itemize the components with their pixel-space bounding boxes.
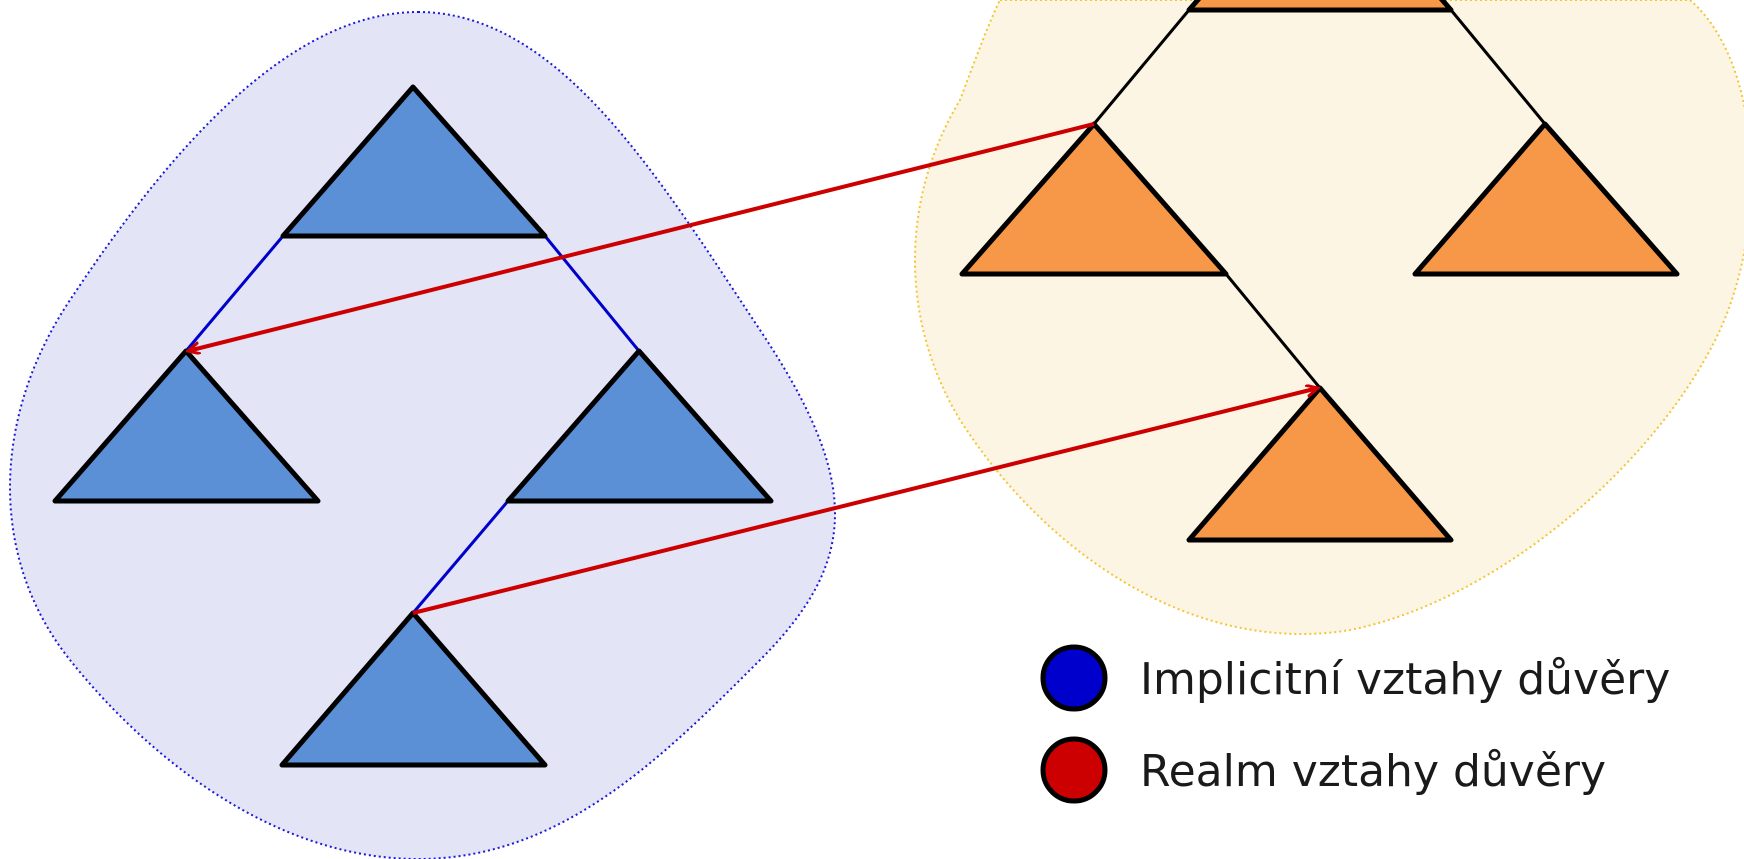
- domain-left-child-2: [505, 348, 774, 504]
- realm-trust-arrow: [412, 388, 1318, 615]
- domain-right-root: [1186, 0, 1454, 13]
- domain-right-grandchild: [1186, 385, 1454, 543]
- domain-right-child-2: [1412, 121, 1680, 277]
- legend-label-realm: Realm vztahy důvěry: [1140, 746, 1606, 797]
- realm-trust-arrow: [188, 122, 1095, 351]
- legend-item-implicit: Implicitní vztahy důvěry: [1040, 644, 1670, 712]
- legend-item-realm: Realm vztahy důvěry: [1040, 736, 1606, 804]
- realm-trusts: [188, 122, 1318, 615]
- right-tree-line: [1224, 273, 1322, 389]
- right-tree: [959, 0, 1680, 543]
- legend: Implicitní vztahy důvěry Realm vztahy dů…: [1040, 644, 1670, 804]
- implicit-trust-line: [543, 235, 641, 352]
- legend-label-implicit: Implicitní vztahy důvěry: [1140, 654, 1670, 705]
- domain-left-grandchild: [279, 610, 548, 768]
- domain-left-root: [280, 84, 548, 239]
- left-tree-connectors: [184, 235, 641, 614]
- legend-swatch-implicit-icon: [1040, 644, 1108, 712]
- forest-left-region: [9, 10, 836, 859]
- right-tree-connectors: [1092, 9, 1547, 389]
- legend-swatch-realm-icon: [1040, 736, 1108, 804]
- implicit-trust-line: [411, 500, 510, 614]
- left-tree: [52, 84, 774, 768]
- right-tree-line: [1092, 9, 1191, 125]
- domain-right-child-1: [959, 121, 1229, 277]
- implicit-trust-line: [184, 235, 285, 352]
- right-tree-line: [1449, 9, 1547, 125]
- domain-left-child-1: [52, 348, 321, 504]
